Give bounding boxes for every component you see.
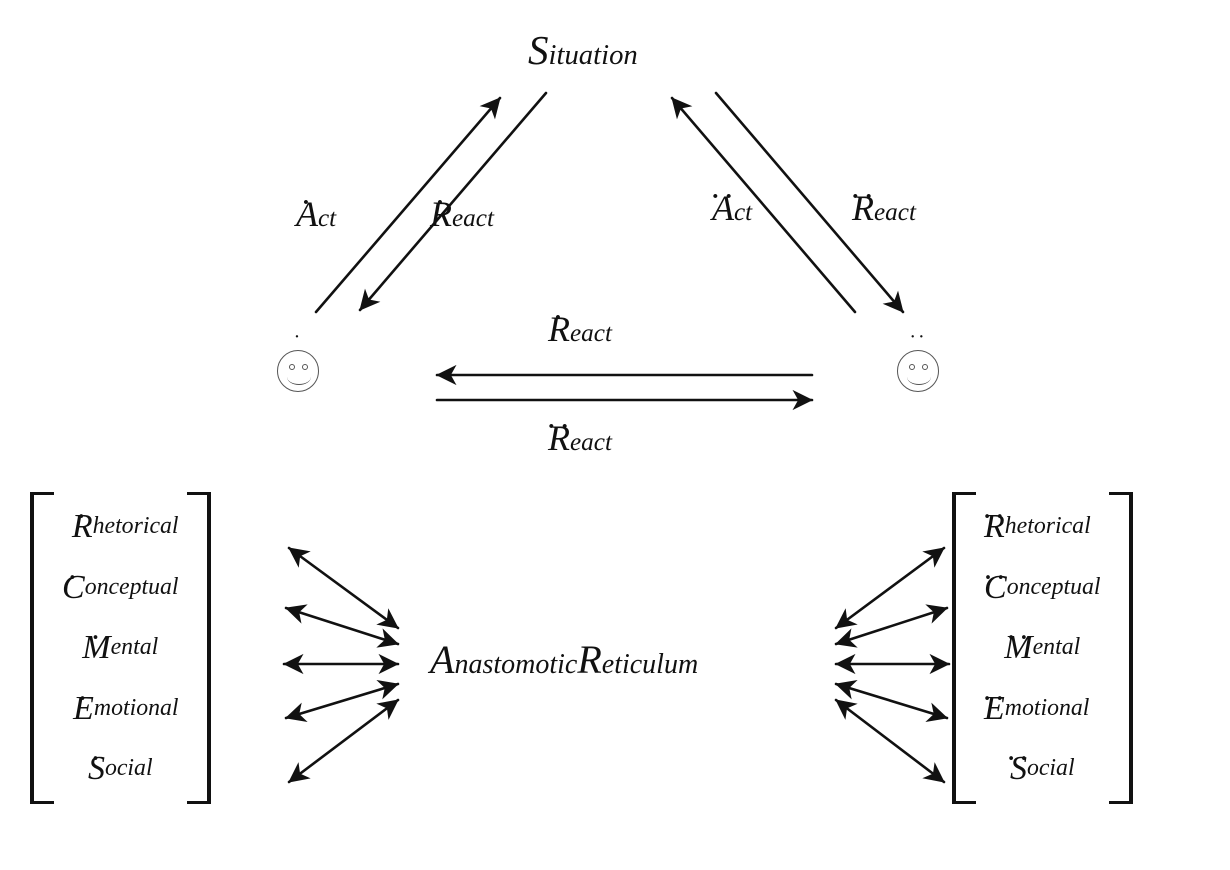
right-fan-arrows bbox=[834, 546, 951, 784]
fan-left-2 bbox=[284, 604, 400, 648]
edge-label-right-act: ·· A ct bbox=[709, 177, 753, 228]
edge-right-act-line bbox=[670, 96, 857, 314]
item-lead: · M bbox=[82, 619, 111, 666]
dot-accent: · bbox=[77, 679, 90, 716]
anastomotic-sub: nastomotic bbox=[454, 649, 578, 680]
smile-icon bbox=[907, 369, 931, 385]
item-lead: · R bbox=[71, 498, 93, 545]
dot-accent: · bbox=[434, 183, 448, 221]
edge-label-right-react: ·· R eact bbox=[849, 177, 916, 228]
edge-label-left-react: · R eact bbox=[430, 183, 494, 234]
left-act-lead: · A bbox=[296, 183, 318, 234]
dot-accent: · bbox=[552, 298, 566, 336]
matrix-right-rows: ·· R hetorical ·· C onceptual ·· M ental… bbox=[976, 492, 1109, 804]
item-sub: hetorical bbox=[1004, 513, 1091, 540]
matrix-left-item-3: · E motional bbox=[73, 680, 178, 738]
fan-right-1 bbox=[834, 546, 946, 630]
matrix-left-item-0: · R hetorical bbox=[72, 498, 179, 556]
left-react-sub: eact bbox=[452, 205, 494, 232]
left-act-sub: ct bbox=[318, 205, 337, 232]
item-lead: · C bbox=[62, 558, 85, 606]
left-react-lead: · R bbox=[430, 183, 452, 234]
situation-sub: ituation bbox=[548, 39, 638, 71]
matrix-right-item-1: ·· C onceptual bbox=[982, 558, 1101, 617]
smile-icon bbox=[287, 369, 311, 385]
edge-label-mid-bottom: ·· R eact bbox=[545, 407, 612, 458]
item-lead: ·· M bbox=[1004, 619, 1033, 666]
dot-accent: ·· bbox=[982, 558, 1009, 595]
situation-lead: S bbox=[528, 27, 549, 73]
dot-accent: ·· bbox=[981, 679, 1008, 716]
fan-right-5 bbox=[834, 698, 946, 784]
item-lead: ·· S bbox=[1005, 740, 1032, 787]
mid-bottom-sub: eact bbox=[570, 429, 612, 456]
item-sub: ocial bbox=[104, 755, 153, 782]
anastomotic-reticulum-label: AnastomoticReticulum bbox=[430, 640, 698, 680]
dot-accent: ·· bbox=[1005, 740, 1032, 777]
edge-label-left-act: · A ct bbox=[296, 183, 337, 234]
dot-accent: ·· bbox=[709, 177, 737, 215]
right-act-lead: ·· A bbox=[709, 177, 737, 228]
bracket-right-close bbox=[1108, 492, 1133, 804]
dot-accent: · bbox=[293, 326, 303, 348]
mid-top-sub: eact bbox=[570, 320, 612, 347]
item-sub: motional bbox=[93, 694, 179, 721]
fan-right-2 bbox=[834, 604, 949, 648]
dot-accent: · bbox=[66, 558, 80, 595]
dot-accent: · bbox=[90, 619, 103, 656]
item-lead: · E bbox=[73, 679, 94, 727]
reticulum-sub: eticulum bbox=[601, 649, 699, 680]
matrix-right-item-2: ·· M ental bbox=[1004, 619, 1080, 677]
item-sub: hetorical bbox=[92, 513, 179, 540]
item-lead: ·· E bbox=[981, 679, 1008, 727]
fan-right-4 bbox=[834, 680, 949, 722]
dot-accent: ·· bbox=[909, 326, 927, 348]
edge-label-mid-top: · R eact bbox=[548, 298, 612, 349]
item-sub: onceptual bbox=[1006, 573, 1101, 600]
item-lead: · S bbox=[87, 740, 105, 787]
mid-bottom-lead: ·· R bbox=[545, 407, 573, 458]
matrix-left: · R hetorical · C onceptual · M ental · bbox=[30, 492, 211, 804]
dot-accent: · bbox=[90, 740, 103, 777]
fan-left-5 bbox=[287, 698, 400, 784]
dot-accent: · bbox=[75, 498, 89, 535]
bracket-right-open bbox=[952, 492, 976, 804]
reticulum-lead: R bbox=[577, 637, 602, 682]
smiley-face-icon bbox=[897, 350, 939, 392]
right-act-sub: ct bbox=[734, 199, 753, 226]
item-lead: ·· C bbox=[982, 558, 1009, 606]
right-react-lead: ·· R bbox=[849, 177, 877, 228]
matrix-right-item-4: ·· S ocial bbox=[1005, 740, 1075, 798]
anastomotic-lead: A bbox=[430, 637, 455, 682]
dot-accent: ·· bbox=[849, 177, 877, 215]
item-sub: onceptual bbox=[84, 573, 179, 600]
matrix-right: ·· R hetorical ·· C onceptual ·· M ental… bbox=[952, 492, 1133, 804]
mid-top-lead: · R bbox=[548, 298, 570, 349]
matrix-left-rows: · R hetorical · C onceptual · M ental · bbox=[54, 492, 187, 804]
dot-accent: ·· bbox=[981, 498, 1008, 535]
dot-accent: ·· bbox=[545, 407, 573, 445]
bracket-left-open bbox=[30, 492, 54, 804]
agent-left-smiley: · bbox=[277, 327, 323, 392]
smiley-face-icon bbox=[277, 350, 319, 392]
matrix-right-item-3: ·· E motional bbox=[981, 679, 1090, 738]
fan-left-4 bbox=[284, 679, 400, 723]
item-sub: motional bbox=[1004, 694, 1090, 721]
fan-left-1 bbox=[287, 546, 400, 630]
right-react-sub: eact bbox=[874, 199, 916, 226]
matrix-right-item-0: ·· R hetorical bbox=[981, 498, 1091, 556]
dot-accent: ·· bbox=[1005, 619, 1032, 656]
item-sub: ocial bbox=[1026, 755, 1075, 782]
matrix-left-item-4: · S ocial bbox=[88, 740, 153, 798]
item-sub: ental bbox=[1032, 634, 1081, 661]
dot-accent: · bbox=[300, 183, 314, 221]
item-sub: ental bbox=[110, 634, 159, 661]
agent-right-smiley: ·· bbox=[897, 327, 943, 392]
bracket-left-close bbox=[186, 492, 211, 804]
situation-label: S ituation bbox=[528, 30, 638, 71]
matrix-left-item-2: · M ental bbox=[82, 619, 158, 677]
matrix-left-item-1: · C onceptual bbox=[62, 559, 179, 617]
item-lead: ·· R bbox=[981, 498, 1008, 545]
left-fan-arrows bbox=[282, 546, 400, 784]
